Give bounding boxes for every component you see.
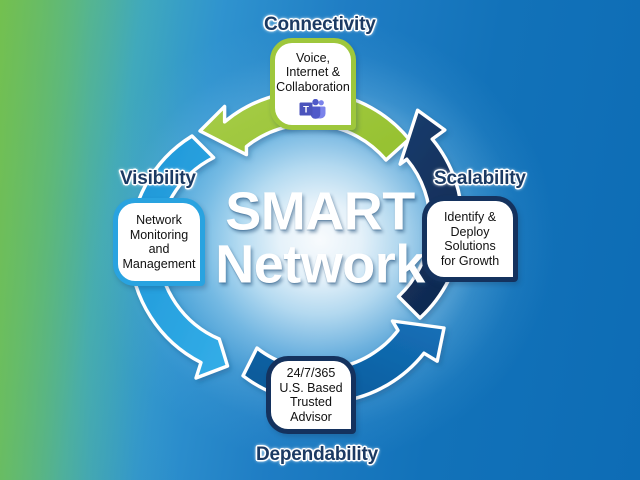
card-scalability: Identify & Deploy Solutions for Growth	[422, 196, 518, 282]
label-scalability: Scalability	[434, 168, 526, 189]
label-connectivity: Connectivity	[264, 14, 376, 35]
label-dependability: Dependability	[256, 444, 378, 465]
card-connectivity: Voice, Internet & Collaboration T	[270, 38, 356, 130]
card-visibility: Network Monitoring and Management	[113, 198, 205, 286]
microsoft-teams-icon: T	[299, 99, 327, 120]
label-visibility: Visibility	[120, 168, 196, 189]
card-visibility-text: Network Monitoring and Management	[122, 213, 196, 271]
svg-text:T: T	[303, 105, 309, 116]
card-scalability-text: Identify & Deploy Solutions for Growth	[440, 210, 500, 268]
card-dependability-text: 24/7/365 U.S. Based Trusted Advisor	[279, 366, 343, 424]
arc-visibility	[128, 134, 230, 380]
card-connectivity-text: Voice, Internet & Collaboration	[276, 50, 350, 94]
card-dependability: 24/7/365 U.S. Based Trusted Advisor	[266, 356, 356, 434]
